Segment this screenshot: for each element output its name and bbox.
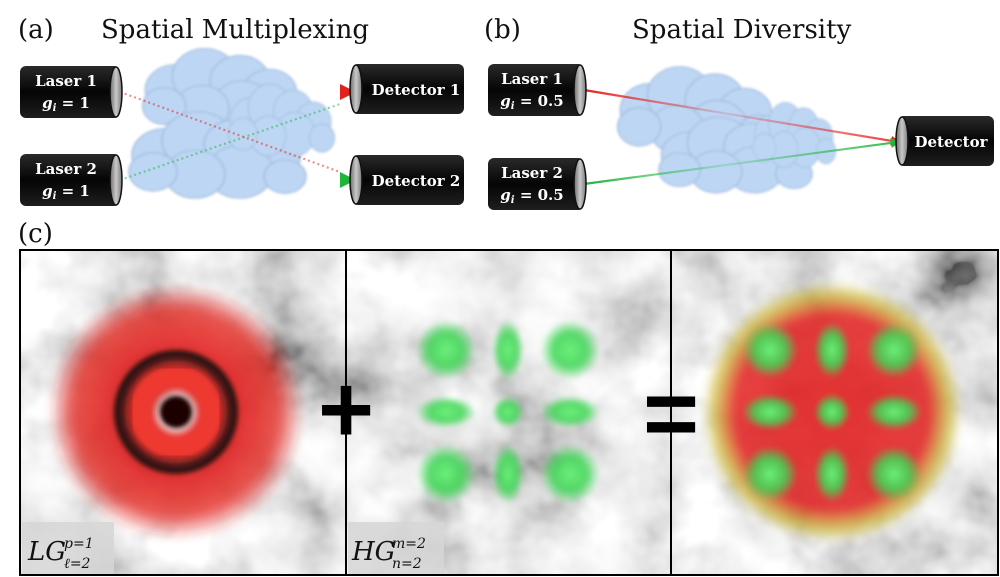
laser-1: Laser 1 gi = 1 bbox=[20, 66, 123, 118]
detector-1: Detector 1 bbox=[349, 64, 464, 114]
plus-symbol: + bbox=[318, 356, 374, 463]
panel-b: (b) Spatial Diversity Laser 1 gi = 0.5 L… bbox=[484, 15, 994, 210]
laser-b-1-gain: gi = 0.5 bbox=[500, 92, 563, 112]
panel-b-title: Spatial Diversity bbox=[632, 15, 852, 45]
lg-beam-profile bbox=[48, 284, 304, 540]
superposition-lobe bbox=[814, 446, 850, 502]
panel-b-tag: (b) bbox=[484, 15, 521, 45]
turbulence-cloud-b bbox=[616, 66, 837, 194]
laser-b-1: Laser 1 gi = 0.5 bbox=[488, 64, 587, 116]
hg-lobe bbox=[416, 320, 476, 380]
laser-b-2-name: Laser 2 bbox=[501, 164, 563, 182]
equals-symbol: = bbox=[643, 360, 699, 467]
beam-laser2-detector1-leak bbox=[119, 102, 341, 182]
hg-lobe bbox=[416, 444, 476, 504]
hg-lobe bbox=[540, 320, 600, 380]
superposition-lobe bbox=[742, 446, 798, 502]
hg-lobe bbox=[492, 396, 524, 428]
panel-a-title: Spatial Multiplexing bbox=[101, 15, 369, 45]
detector-b-name: Detector bbox=[915, 133, 989, 151]
svg-text:m=2: m=2 bbox=[392, 536, 426, 552]
panel-c-frames bbox=[19, 249, 999, 576]
hg-lobe bbox=[540, 444, 600, 504]
hg-lobe bbox=[492, 320, 524, 380]
hg-beam-profile bbox=[416, 320, 600, 504]
superposition-lobe bbox=[866, 322, 922, 378]
svg-text:ℓ=2: ℓ=2 bbox=[64, 556, 91, 572]
superposition-lobe bbox=[866, 394, 922, 430]
panel-a: (a) Spatial Multiplexing Laser 1 gi = 1 … bbox=[18, 15, 464, 206]
hg-lobe bbox=[540, 396, 600, 428]
hg-lobe bbox=[416, 396, 476, 428]
laser-2-gain: gi = 1 bbox=[42, 182, 90, 202]
superposition-lobe bbox=[866, 446, 922, 502]
laser-b-2: Laser 2 gi = 0.5 bbox=[488, 158, 587, 210]
lg-label: LG p=1 ℓ=2 bbox=[22, 522, 114, 574]
laser-2: Laser 2 gi = 1 bbox=[20, 154, 123, 206]
svg-text:n=2: n=2 bbox=[392, 556, 422, 572]
laser-1-name: Laser 1 bbox=[35, 72, 97, 90]
detector-1-name: Detector 1 bbox=[372, 81, 461, 99]
superposition-lobe bbox=[742, 394, 798, 430]
panel-a-tag: (a) bbox=[18, 15, 54, 45]
detector-b: Detector bbox=[895, 116, 994, 166]
panel-c-tag: (c) bbox=[18, 219, 53, 249]
svg-text:p=1: p=1 bbox=[64, 536, 94, 552]
svg-text:LG: LG bbox=[27, 537, 66, 567]
detector-2: Detector 2 bbox=[349, 155, 464, 205]
superposition-lobe bbox=[814, 322, 850, 378]
hg-lobe bbox=[492, 444, 524, 504]
turbulence-cloud bbox=[128, 47, 336, 199]
superposition-profile bbox=[702, 282, 962, 542]
laser-b-1-name: Laser 1 bbox=[501, 70, 563, 88]
svg-text:HG: HG bbox=[351, 537, 395, 567]
beam-b-laser1 bbox=[583, 88, 901, 146]
superposition-lobe bbox=[742, 322, 798, 378]
laser-b-2-gain: gi = 0.5 bbox=[500, 186, 563, 206]
hg-label: HG m=2 n=2 bbox=[348, 522, 444, 574]
laser-1-gain: gi = 1 bbox=[42, 94, 90, 114]
panel-c: (c) + = bbox=[18, 219, 999, 576]
beam-laser1-detector2-leak bbox=[119, 90, 341, 174]
detector-2-name: Detector 2 bbox=[372, 172, 461, 190]
laser-2-name: Laser 2 bbox=[35, 160, 97, 178]
superposition-lobe bbox=[814, 394, 850, 430]
beam-b-laser2 bbox=[583, 137, 901, 186]
